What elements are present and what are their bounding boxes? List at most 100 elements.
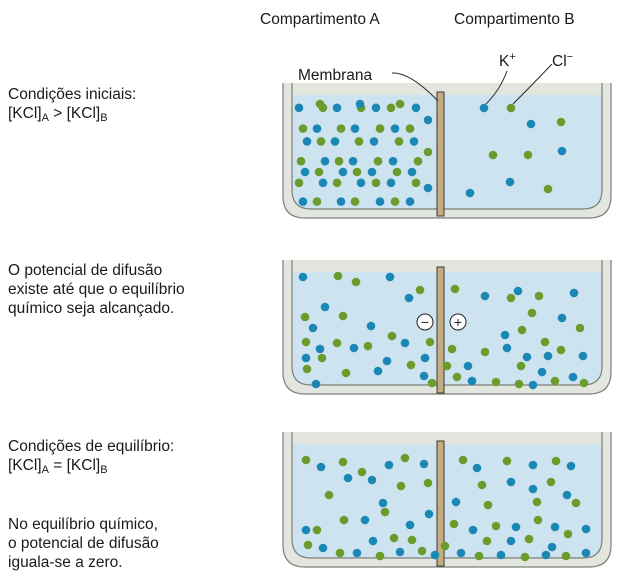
potassium-ion bbox=[308, 323, 318, 333]
chloride-ion bbox=[296, 156, 306, 166]
potassium-ion bbox=[511, 522, 521, 532]
chloride-ion bbox=[452, 372, 462, 382]
chloride-ion bbox=[312, 197, 322, 206]
potassium-ion bbox=[378, 498, 388, 508]
potassium-ion bbox=[419, 459, 429, 469]
potassium-ion bbox=[557, 146, 567, 156]
chloride-ion bbox=[363, 341, 373, 351]
chloride-ion bbox=[423, 478, 433, 488]
potassium-ion bbox=[294, 103, 304, 113]
potassium-ion bbox=[505, 177, 515, 187]
chloride-label: Cl− bbox=[552, 51, 573, 70]
container-initial bbox=[282, 83, 612, 219]
chloride-ion bbox=[546, 477, 556, 487]
chloride-ion bbox=[482, 536, 492, 546]
potassium-ion bbox=[302, 137, 312, 146]
chloride-ion bbox=[301, 455, 311, 465]
chloride-ion bbox=[375, 551, 385, 561]
positive-charge-circle bbox=[449, 313, 467, 331]
chloride-ion bbox=[407, 535, 417, 545]
potassium-ion bbox=[569, 288, 579, 298]
chloride-ion bbox=[502, 456, 512, 466]
potassium-ion bbox=[506, 477, 516, 487]
positive-charge-icon: + bbox=[454, 314, 462, 330]
chloride-leader-line bbox=[512, 63, 553, 105]
potassium-ion bbox=[320, 302, 330, 312]
chloride-ion bbox=[514, 379, 524, 389]
potassium-ion bbox=[367, 475, 377, 485]
membrane bbox=[436, 440, 445, 567]
equilibrium-note-line1: No equilíbrio químico, bbox=[8, 516, 158, 533]
potassium-ion bbox=[541, 550, 551, 560]
potassium-ion bbox=[430, 550, 440, 560]
potassium-ion bbox=[550, 522, 560, 532]
potassium-ion bbox=[526, 119, 536, 129]
equilibrium-note-line3: iguala-se a zero. bbox=[8, 554, 123, 571]
chloride-ion bbox=[371, 178, 381, 188]
chloride-ion bbox=[483, 500, 493, 510]
water bbox=[292, 95, 602, 209]
potassium-ion bbox=[537, 367, 547, 377]
potassium-ion bbox=[581, 548, 591, 558]
chloride-ion bbox=[411, 178, 421, 188]
potassium-ion bbox=[356, 178, 366, 188]
chloride-ion bbox=[341, 368, 351, 378]
chloride-ion bbox=[373, 156, 383, 166]
subscript-b: B bbox=[100, 464, 108, 476]
chloride-ion bbox=[550, 376, 560, 386]
chloride-ion bbox=[400, 453, 410, 463]
container-equilibrium bbox=[282, 432, 612, 568]
potassium-ion bbox=[423, 115, 433, 125]
potassium-ion bbox=[332, 103, 342, 113]
chloride-ion bbox=[532, 497, 542, 507]
chloride-ion bbox=[357, 467, 367, 477]
conc-label-b: [KCl] bbox=[66, 105, 101, 122]
potassium-ion bbox=[528, 484, 538, 494]
chloride-ion bbox=[561, 551, 571, 561]
chloride-ion bbox=[440, 541, 450, 551]
chloride-ion bbox=[527, 308, 537, 318]
chloride-ion bbox=[524, 534, 534, 544]
chloride-ion bbox=[298, 124, 308, 133]
potassium-ion bbox=[336, 197, 346, 206]
chloride-ion bbox=[387, 331, 397, 341]
chloride-ion bbox=[571, 498, 581, 508]
chloride-ion bbox=[332, 178, 342, 188]
potassium-ion bbox=[311, 379, 321, 389]
potassium-ion bbox=[382, 356, 392, 366]
potassium-label: K+ bbox=[499, 51, 516, 70]
potassium-ion bbox=[350, 124, 360, 133]
potassium-ion bbox=[496, 550, 506, 560]
chloride-ion bbox=[316, 137, 326, 146]
chloride-ion bbox=[396, 481, 406, 491]
chloride-ion bbox=[458, 455, 468, 465]
chloride-ion bbox=[447, 344, 457, 354]
chloride-ion bbox=[392, 167, 402, 177]
potassium-ion bbox=[500, 330, 510, 340]
potassium-ion bbox=[355, 99, 365, 109]
chloride-ion bbox=[351, 277, 361, 287]
chloride-ion bbox=[556, 117, 566, 127]
chloride-ion bbox=[314, 167, 324, 177]
membrane-leader-line bbox=[391, 72, 439, 102]
chloride-ion bbox=[491, 521, 501, 531]
chloride-ion bbox=[533, 515, 543, 525]
potassium-ion bbox=[400, 338, 410, 348]
potassium-ion bbox=[566, 461, 576, 471]
potassium-ion bbox=[468, 525, 478, 535]
potassium-ion bbox=[343, 473, 353, 483]
chloride-ion bbox=[415, 285, 425, 295]
subscript-a: A bbox=[41, 464, 49, 476]
potassium-ion bbox=[366, 321, 376, 331]
chloride-ion bbox=[334, 156, 344, 166]
potassium-ion bbox=[388, 156, 398, 166]
chloride-ion bbox=[579, 378, 589, 388]
potassium-ion bbox=[568, 372, 578, 382]
membrane-label: Membrana bbox=[298, 67, 372, 84]
potassium-ion bbox=[352, 548, 362, 558]
potassium-ion bbox=[578, 351, 588, 361]
chloride-ion bbox=[395, 99, 405, 109]
conc-label-b: [KCl] bbox=[66, 457, 101, 474]
chloride-ion bbox=[380, 507, 390, 517]
chloride-ion bbox=[300, 312, 310, 322]
